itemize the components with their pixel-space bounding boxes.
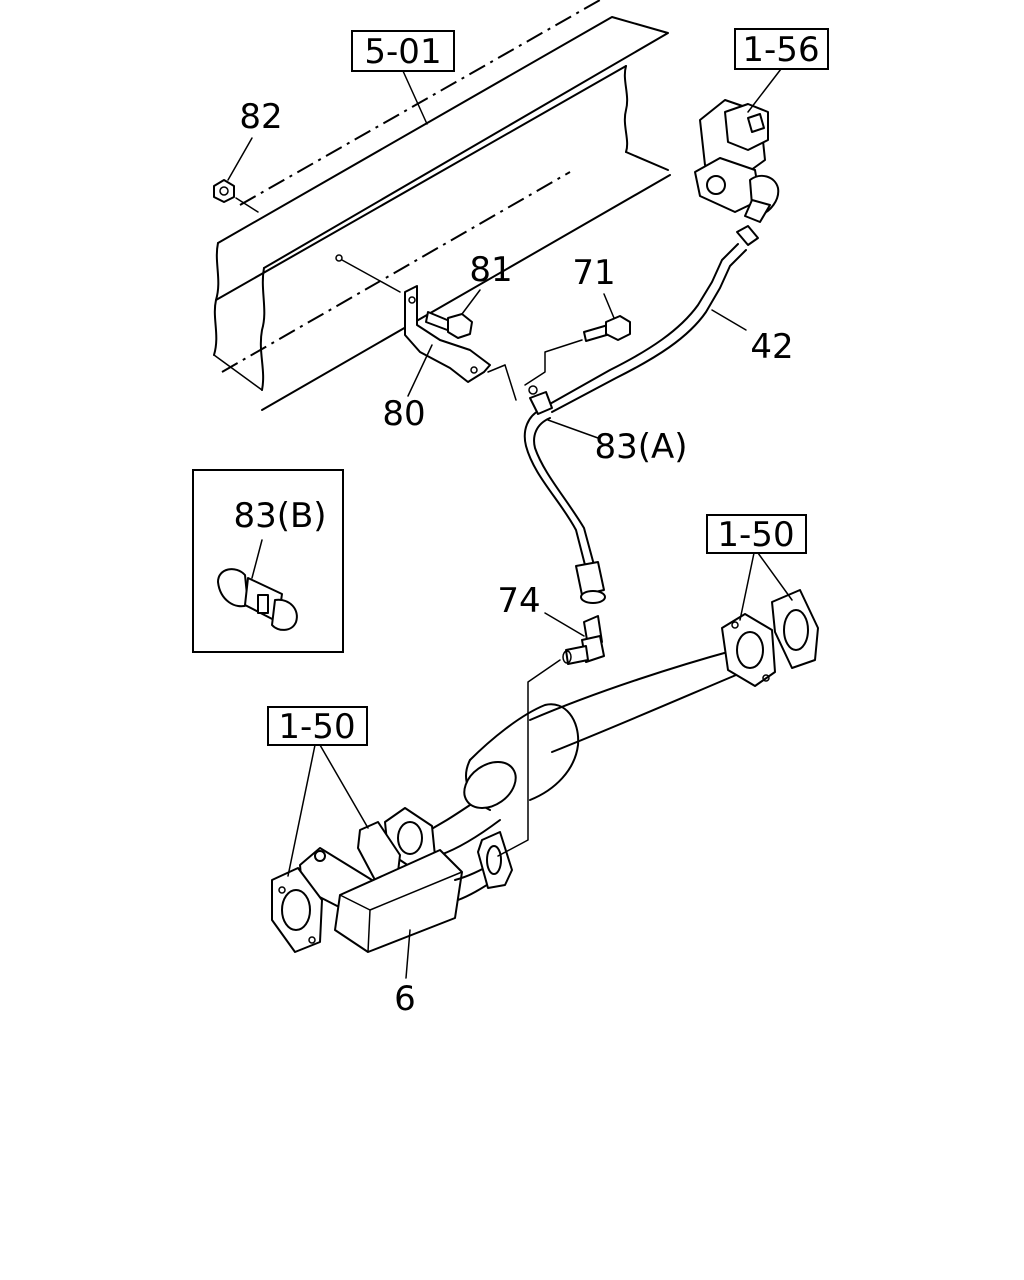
callout-42: 42 (750, 327, 793, 367)
nut-82 (213, 179, 259, 213)
callouts: 82 81 71 42 80 83(A) 83(B) 74 6 (227, 97, 794, 1019)
ref-box-5-01: 5-01 (351, 30, 455, 125)
callout-74: 74 (497, 581, 540, 621)
ref-label-5-01: 5-01 (364, 32, 441, 72)
frame-rail (213, 0, 671, 411)
ref-label-1-50-right: 1-50 (717, 515, 794, 555)
ref-label-1-50-left: 1-50 (278, 707, 355, 747)
callout-82: 82 (239, 97, 282, 137)
bracket-80 (335, 254, 517, 401)
detail-box-83b (192, 469, 344, 653)
front-pipe-6 (271, 659, 561, 953)
bolt-81 (425, 311, 473, 339)
pipe-42 (523, 225, 759, 604)
ref-label-1-56: 1-56 (742, 30, 819, 70)
ref-box-1-50-right: 1-50 (706, 514, 807, 621)
callout-6: 6 (394, 979, 416, 1019)
exhaust-pipe (419, 589, 819, 856)
callout-80: 80 (382, 394, 425, 434)
callout-71: 71 (572, 253, 615, 293)
elbow-74 (562, 615, 605, 665)
callout-83b: 83(B) (233, 496, 326, 536)
callout-83a: 83(A) (594, 427, 687, 467)
bolt-71 (524, 315, 631, 386)
clamp-83a (528, 385, 553, 415)
ref-box-1-56: 1-56 (734, 28, 829, 113)
ref-box-1-50-left: 1-50 (267, 706, 369, 877)
callout-81: 81 (469, 250, 512, 290)
egr-valve (694, 99, 780, 223)
